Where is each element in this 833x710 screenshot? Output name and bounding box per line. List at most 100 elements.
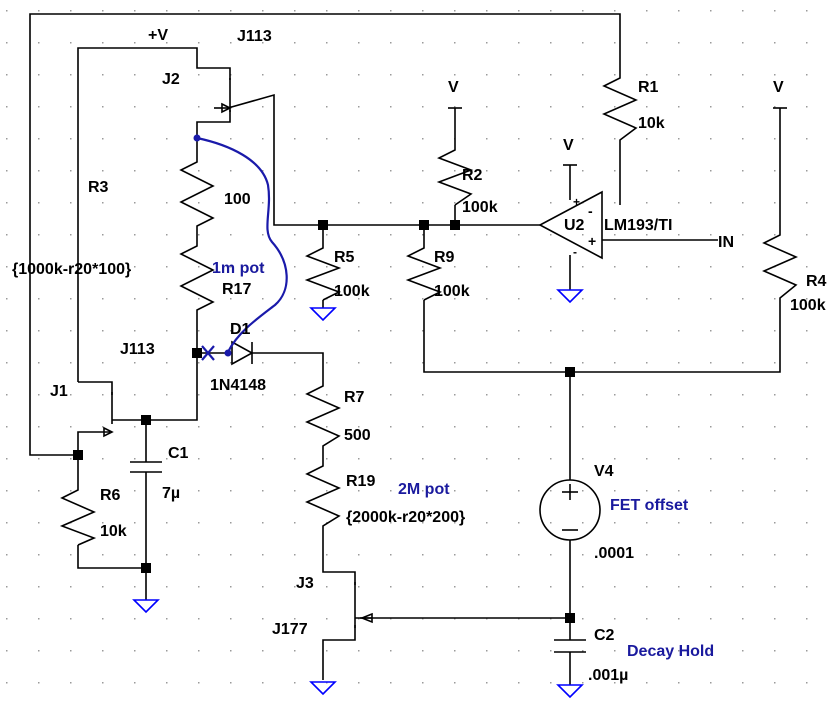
junction-d1 — [192, 348, 202, 358]
background-grid — [6, 10, 808, 684]
jfets — [103, 78, 373, 628]
supply-flags: V V V — [448, 79, 787, 166]
j2-source-wire — [196, 110, 231, 138]
r3-value-label: {1000k-r20*100} — [12, 261, 131, 278]
r7-value-label: 500 — [344, 427, 371, 444]
d1-triangle — [231, 340, 254, 366]
v4-circle — [539, 479, 601, 541]
junctions — [73, 220, 575, 623]
probe-start-dot — [193, 134, 201, 142]
j2-gate-arrow — [221, 102, 232, 114]
r4-value-label: 100k — [790, 297, 826, 314]
r19-to-j3-wire — [322, 540, 356, 585]
j2-name-label: J2 — [162, 71, 180, 88]
j2-gate-wire — [227, 93, 540, 226]
c2-value-label: .001µ — [588, 667, 628, 684]
r17-name-label: R17 — [222, 281, 251, 298]
j3-model-label: J177 — [272, 621, 308, 638]
r17-upper-resistor — [179, 138, 215, 238]
r3-name-label: R3 — [88, 179, 109, 196]
r2-name-label: R2 — [462, 167, 483, 184]
r9-value-label: 100k — [434, 283, 470, 300]
c2-desc-label: Decay Hold — [627, 643, 714, 660]
pot-2m-label: 2M pot — [398, 481, 450, 498]
r6-name-label: R6 — [100, 487, 121, 504]
r9-resistor — [405, 240, 443, 301]
node-to-c1-wire — [146, 353, 198, 421]
r9-to-v4-wire — [423, 300, 781, 373]
pot-wiper-trace — [196, 136, 288, 353]
ground-r5 — [309, 307, 337, 322]
junction-c2 — [565, 613, 575, 623]
comparator-u2: - + + - — [538, 190, 603, 260]
r9-name-label: R9 — [434, 249, 455, 266]
u2-plus-top: + — [573, 195, 580, 209]
junction-c1 — [141, 415, 151, 425]
r4-name-label: R4 — [806, 273, 827, 290]
grounds — [132, 289, 584, 699]
v4-desc-label: FET offset — [610, 497, 689, 514]
j1-name-label: J1 — [50, 383, 68, 400]
r1-name-label: R1 — [638, 79, 659, 96]
source-v4 — [539, 479, 601, 541]
junction-r2 — [450, 220, 460, 230]
r2-resistor — [436, 140, 474, 206]
d1-name-label: D1 — [230, 321, 251, 338]
junction-j1-gate — [73, 450, 83, 460]
junction-c1-bottom — [141, 563, 151, 573]
c2-name-label: C2 — [594, 627, 615, 644]
r7-name-label: R7 — [344, 389, 365, 406]
pot-1m-label: 1m pot — [212, 260, 265, 277]
u2-model-label: LM193/TI — [604, 217, 672, 234]
capacitors — [130, 461, 586, 653]
u2-plus-sign: + — [588, 233, 596, 249]
r6-bottom-wire — [77, 545, 146, 569]
r19-value-label: {2000k-r20*200} — [346, 509, 465, 526]
r5-value-label: 100k — [334, 283, 370, 300]
ground-u2 — [556, 289, 584, 304]
u2-name-label: U2 — [564, 217, 585, 234]
ground-c2 — [556, 684, 584, 699]
in-label: IN — [718, 234, 734, 251]
d1-model-label: 1N4148 — [210, 377, 266, 394]
r2-supply-label: V — [448, 79, 459, 96]
c1-name-label: C1 — [168, 445, 189, 462]
j3-gate-arrow — [359, 612, 373, 624]
r1-value-label: 10k — [638, 115, 665, 132]
r19-name-label: R19 — [346, 473, 375, 490]
junction-v4 — [565, 367, 575, 377]
u2-minus-sign: - — [588, 203, 593, 219]
vplus-top-label: +V — [148, 27, 168, 44]
u2-triangle — [538, 190, 603, 260]
r1-resistor — [602, 68, 638, 150]
vplus-rail — [77, 47, 231, 382]
r4-supply-label: V — [773, 79, 784, 96]
junction-r9 — [419, 220, 429, 230]
r5-name-label: R5 — [334, 249, 355, 266]
j1-gate-wire — [77, 431, 110, 455]
r7-resistor — [305, 378, 341, 455]
r6-value-label: 10k — [100, 523, 127, 540]
v4-name-label: V4 — [594, 463, 614, 480]
probe-x-b — [201, 345, 215, 361]
j2-model-label: J113 — [237, 28, 272, 45]
junction-r5 — [318, 220, 328, 230]
j3-name-label: J3 — [296, 575, 314, 592]
d1-to-r7-wire — [252, 352, 324, 378]
ground-j3 — [309, 681, 337, 696]
j1-gate-arrow — [103, 426, 114, 438]
ground-c1 — [132, 599, 160, 614]
feedback-wire-top — [29, 13, 621, 456]
diode-d1 — [231, 340, 254, 366]
probe-trace — [193, 134, 288, 361]
probe-end-dot — [224, 349, 232, 357]
resistors — [59, 68, 798, 546]
r4-resistor — [762, 225, 798, 318]
r5-resistor — [304, 240, 342, 301]
r17-lower-resistor — [179, 238, 215, 318]
u2-supply-label: V — [563, 137, 574, 154]
j1-model-label: J113 — [120, 341, 155, 358]
u2-minus-bottom: - — [573, 245, 577, 259]
c1-value-label: 7µ — [162, 485, 180, 502]
